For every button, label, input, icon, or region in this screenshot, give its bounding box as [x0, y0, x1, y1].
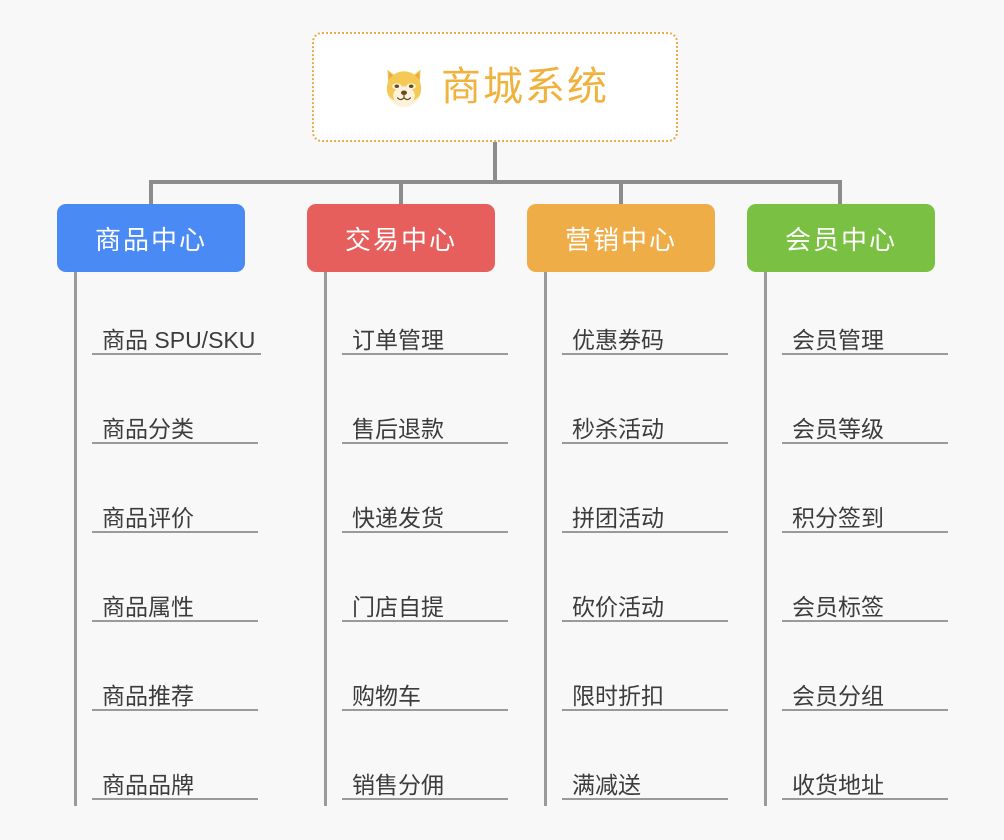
- connector-drop-2: [399, 180, 403, 206]
- root-title: 商城系统: [441, 65, 609, 109]
- leaf-label: 商品推荐: [92, 683, 258, 711]
- leaf-label: 商品分类: [92, 416, 258, 444]
- leaf-label: 收货地址: [782, 772, 948, 800]
- leaf-label: 商品品牌: [92, 772, 258, 800]
- list-item[interactable]: 拼团活动: [544, 450, 764, 539]
- leaf-label: 满减送: [562, 772, 728, 800]
- list-item[interactable]: 优惠券码: [544, 272, 764, 361]
- leaf-label: 门店自提: [342, 594, 508, 622]
- leaf-label: 商品评价: [92, 505, 258, 533]
- leaf-label: 快递发货: [342, 505, 508, 533]
- leaf-label: 商品 SPU/SKU: [92, 327, 262, 355]
- connector-root-stem: [493, 142, 497, 182]
- leaf-list-3: 优惠券码 秒杀活动 拼团活动 砍价活动 限时折扣 满减送: [544, 272, 764, 806]
- leaf-label: 商品属性: [92, 594, 258, 622]
- category-header-label-3: 营销中心: [564, 224, 677, 255]
- leaf-list-1: 商品 SPU/SKU 商品分类 商品评价 商品属性 商品推荐 商品品牌: [74, 272, 294, 806]
- leaf-label: 砍价活动: [562, 594, 728, 622]
- category-spine-3: [544, 272, 547, 806]
- leaf-label: 秒杀活动: [562, 416, 728, 444]
- leaf-label: 会员等级: [782, 416, 948, 444]
- list-item[interactable]: 商品评价: [74, 450, 294, 539]
- list-item[interactable]: 订单管理: [324, 272, 544, 361]
- list-item[interactable]: 积分签到: [764, 450, 984, 539]
- leaf-list-2: 订单管理 售后退款 快递发货 门店自提 购物车 销售分佣: [324, 272, 544, 806]
- category-header-4[interactable]: 会员中心: [747, 204, 935, 272]
- list-item[interactable]: 快递发货: [324, 450, 544, 539]
- category-header-label-2: 交易中心: [344, 224, 457, 255]
- category-spine-4: [764, 272, 767, 806]
- category-header-2[interactable]: 交易中心: [307, 204, 495, 272]
- category-spine-2: [324, 272, 327, 806]
- leaf-label: 拼团活动: [562, 505, 728, 533]
- leaf-label: 订单管理: [342, 327, 508, 355]
- list-item[interactable]: 售后退款: [324, 361, 544, 450]
- list-item[interactable]: 砍价活动: [544, 539, 764, 628]
- list-item[interactable]: 门店自提: [324, 539, 544, 628]
- list-item[interactable]: 商品品牌: [74, 717, 294, 806]
- category-header-3[interactable]: 营销中心: [527, 204, 715, 272]
- shiba-inu-icon: [386, 69, 422, 108]
- connector-drop-1: [149, 180, 153, 206]
- list-item[interactable]: 购物车: [324, 628, 544, 717]
- list-item[interactable]: 会员等级: [764, 361, 984, 450]
- connector-horizontal-bus: [149, 180, 841, 184]
- category-column-营销中心: 营销中心 优惠券码 秒杀活动 拼团活动 砍价活动 限时折扣 满减送: [527, 204, 728, 806]
- list-item[interactable]: 销售分佣: [324, 717, 544, 806]
- category-header-1[interactable]: 商品中心: [57, 204, 245, 272]
- leaf-label: 售后退款: [342, 416, 508, 444]
- list-item[interactable]: 商品推荐: [74, 628, 294, 717]
- root-node[interactable]: 商城系统: [312, 32, 678, 142]
- leaf-label: 积分签到: [782, 505, 948, 533]
- leaf-label: 限时折扣: [562, 683, 728, 711]
- category-header-label-4: 会员中心: [784, 224, 897, 255]
- category-column-会员中心: 会员中心 会员管理 会员等级 积分签到 会员标签 会员分组 收货地址: [747, 204, 948, 806]
- leaf-label: 销售分佣: [342, 772, 508, 800]
- leaf-label: 购物车: [342, 683, 508, 711]
- list-item[interactable]: 会员管理: [764, 272, 984, 361]
- leaf-label: 会员分组: [782, 683, 948, 711]
- connector-drop-3: [619, 180, 623, 206]
- leaf-label: 优惠券码: [562, 327, 728, 355]
- leaf-label: 会员标签: [782, 594, 948, 622]
- list-item[interactable]: 收货地址: [764, 717, 984, 806]
- leaf-label: 会员管理: [782, 327, 948, 355]
- list-item[interactable]: 限时折扣: [544, 628, 764, 717]
- list-item[interactable]: 会员分组: [764, 628, 984, 717]
- list-item[interactable]: 满减送: [544, 717, 764, 806]
- list-item[interactable]: 商品 SPU/SKU: [74, 272, 294, 361]
- category-column-交易中心: 交易中心 订单管理 售后退款 快递发货 门店自提 购物车 销售分佣: [307, 204, 508, 806]
- list-item[interactable]: 商品分类: [74, 361, 294, 450]
- category-column-商品中心: 商品中心 商品 SPU/SKU 商品分类 商品评价 商品属性 商品推荐 商品品牌: [57, 204, 262, 806]
- list-item[interactable]: 商品属性: [74, 539, 294, 628]
- list-item[interactable]: 会员标签: [764, 539, 984, 628]
- category-spine-1: [74, 272, 77, 806]
- list-item[interactable]: 秒杀活动: [544, 361, 764, 450]
- leaf-list-4: 会员管理 会员等级 积分签到 会员标签 会员分组 收货地址: [764, 272, 984, 806]
- category-header-label-1: 商品中心: [94, 224, 207, 255]
- connector-drop-4: [838, 180, 842, 206]
